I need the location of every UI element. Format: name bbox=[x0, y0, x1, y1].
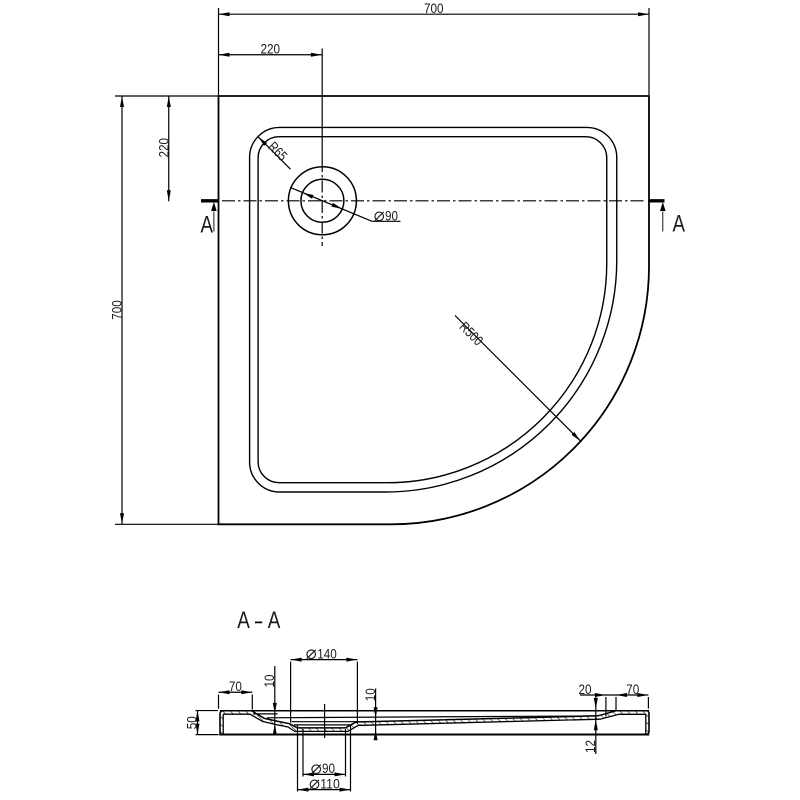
svg-text:12: 12 bbox=[582, 740, 598, 753]
svg-text:R65: R65 bbox=[265, 138, 291, 164]
svg-text:A: A bbox=[237, 607, 250, 634]
svg-text:140: 140 bbox=[317, 645, 337, 661]
svg-text:220: 220 bbox=[261, 41, 281, 57]
svg-text:90: 90 bbox=[385, 207, 398, 223]
svg-text:R500: R500 bbox=[457, 318, 487, 348]
svg-text:A: A bbox=[268, 607, 281, 634]
svg-text:10: 10 bbox=[261, 674, 277, 687]
svg-text:A: A bbox=[201, 211, 214, 238]
svg-text:20: 20 bbox=[579, 681, 592, 697]
svg-text:70: 70 bbox=[229, 678, 242, 694]
svg-text:A: A bbox=[673, 210, 686, 237]
svg-text:50: 50 bbox=[184, 716, 200, 729]
svg-text:70: 70 bbox=[626, 681, 639, 697]
svg-text:700: 700 bbox=[109, 300, 125, 320]
svg-text:700: 700 bbox=[424, 0, 444, 16]
svg-text:220: 220 bbox=[155, 138, 171, 158]
svg-text:90: 90 bbox=[322, 760, 335, 776]
svg-text:110: 110 bbox=[320, 775, 340, 791]
svg-text:10: 10 bbox=[362, 688, 378, 701]
